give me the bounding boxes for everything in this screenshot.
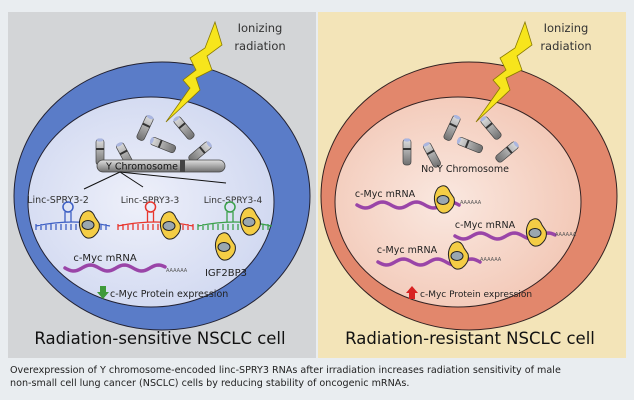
right-cell-title: Radiation-resistant NSCLC cell [345, 329, 595, 348]
expression-label: c-Myc Protein expression [420, 290, 532, 300]
linc-spry3-3-label: Linc-SPRY3-3 [121, 196, 179, 206]
expression-label: c-Myc Protein expression [110, 289, 228, 300]
y-chromosome [96, 159, 226, 173]
no-y-chromosome-label: No Y Chromosome [421, 164, 509, 175]
c-myc-mrna-strand [63, 263, 167, 273]
radiation-label-line2: radiation [234, 39, 285, 53]
polya-tail: AAAAAA [555, 232, 577, 238]
c-myc-mrna-label: c-Myc mRNA [455, 220, 516, 231]
polya-tail: AAAAAA [460, 200, 482, 206]
c-myc-mrna-label: c-Myc mRNA [73, 253, 136, 264]
linc-spry3-2-label: Linc-SPRY3-2 [27, 195, 89, 206]
c-myc-mrna-label: c-Myc mRNA [355, 189, 416, 200]
c-myc-mrna-label: c-Myc mRNA [377, 245, 438, 256]
y-chromosome-label: Y Chromosome [105, 162, 178, 173]
caption-line: Overexpression of Y chromosome-encoded l… [10, 365, 561, 376]
polya-tail: AAAAAA [480, 257, 502, 263]
figure-caption: Overexpression of Y chromosome-encoded l… [10, 364, 630, 390]
caption-line: non-small cell lung cancer (NSCLC) cells… [10, 378, 410, 389]
down-arrow-icon [97, 286, 109, 299]
right-nucleus [334, 96, 582, 308]
radiation-label-line1: Ionizing [544, 21, 589, 35]
lightning-bolt-icon [475, 20, 533, 123]
left-cell-title: Radiation-sensitive NSCLC cell [34, 329, 285, 348]
connector-lines [83, 171, 227, 190]
lightning-bolt-icon [165, 20, 223, 123]
up-arrow-icon [406, 286, 418, 299]
igf2bp3-label: IGF2BP3 [205, 268, 247, 279]
polya-tail: AAAAAA [166, 268, 188, 274]
linc-spry3-4-label: Linc-SPRY3-4 [204, 196, 263, 206]
radiation-label-line2: radiation [540, 39, 591, 53]
radiation-label-line1: Ionizing [238, 21, 283, 35]
